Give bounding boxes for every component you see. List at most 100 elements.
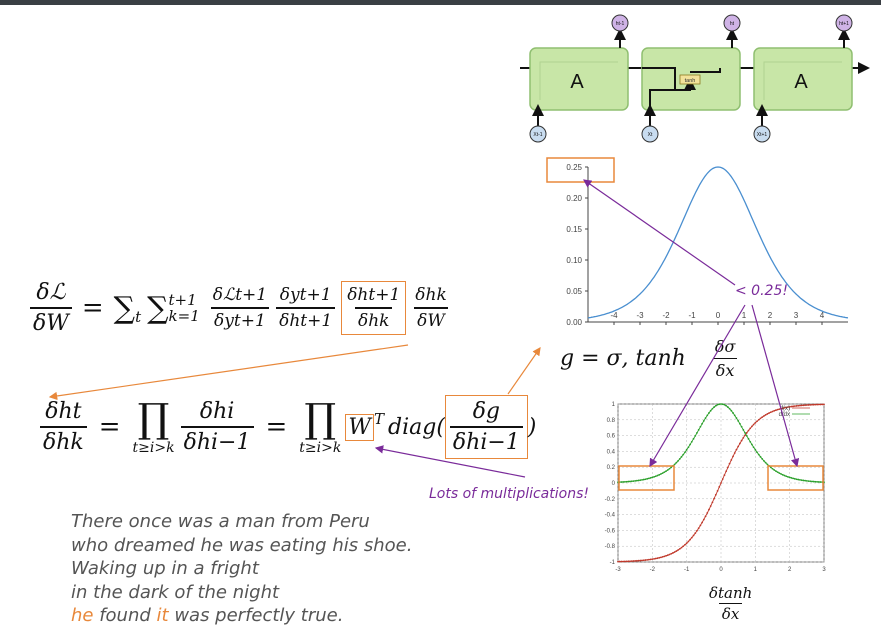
tanh-point [812,403,815,406]
tanh-point [716,489,719,492]
tanh-derivative-point [714,404,717,407]
tanh-point [752,423,755,426]
tanh-point [702,518,705,521]
tanh-derivative-point [754,448,757,451]
input-node-1 [529,125,547,143]
tanh-derivative-point [811,480,813,483]
tanh-derivative-point [654,475,657,478]
tanh-point [623,560,626,563]
y-tick-label: -0.2 [605,497,616,503]
tanh-derivative-point [651,476,654,479]
tanh-point [646,558,649,561]
tanh-derivative-point [637,479,640,482]
legend-label: d/dx [779,412,790,418]
output-node-3 [835,14,853,32]
tanh-point [740,439,743,442]
tanh-point [644,559,647,561]
tanh-point [751,425,753,428]
tanh-derivative-point [704,417,707,419]
tanh-point [649,558,652,561]
tanh-point [802,404,805,407]
highlight-box-w: W [345,413,374,441]
tanh-point [656,557,659,560]
y-tick-label: -0.6 [605,528,616,534]
tanh-derivative-point [720,403,722,405]
tanh-point [744,434,746,437]
tanh-point [680,546,683,549]
tanh-derivative-point [629,480,631,483]
tanh-derivative-point [713,406,716,408]
input-label-3: Xt+1 [757,132,768,138]
tanh-derivative-point [817,481,820,483]
x-tick-label: -3 [615,567,621,573]
tanh-derivative-point [684,451,686,454]
tanh-derivative-point [635,479,638,482]
tanh-derivative-point [790,477,793,479]
tanh-point [735,448,738,451]
tanh-point [725,470,728,473]
poem-line-4: in the dark of the night [71,581,280,603]
tanh-point [635,559,638,562]
tanh-point [620,560,623,563]
tanh-derivative-point [625,480,628,483]
tanh-point [773,409,776,412]
tanh-point [730,459,733,461]
tanh-derivative-point [783,474,786,477]
tanh-derivative-point [766,463,769,466]
tanh-point [785,406,788,409]
tanh-point [742,436,745,439]
tanh-derivative-point [634,479,637,482]
tanh-point [726,466,729,469]
y-tick-label: 0.4 [607,449,616,455]
tanh-point [690,536,693,539]
output-label-3: ht+1 [839,21,849,27]
tanh-derivative-point [771,467,774,470]
y-tick-label: 0.25 [566,163,582,172]
tanh-point [714,493,717,496]
tanh-point [708,508,710,511]
y-tick-label: 0.10 [566,256,582,265]
annotation-lt-025: < 0.25! [735,283,788,299]
tanh-point [704,515,707,518]
tanh-derivative-point [804,479,807,482]
tanh-derivative-point [725,404,728,407]
tanh-point [781,407,784,410]
tanh-derivative-point [622,481,625,483]
x-tick-label: -1 [684,567,690,573]
tanh-point [630,560,633,563]
top-bar [0,0,881,5]
tanh-derivative-point [723,403,726,406]
tanh-derivative-point [682,453,685,456]
y-tick-label: 0 [612,481,616,487]
tanh-point [756,420,758,423]
tanh-point [689,538,691,541]
tanh-point [769,411,772,414]
tanh-point [661,555,664,558]
tanh-derivative-point [816,480,819,483]
input-label-1: Xt-1 [533,132,542,138]
tanh-derivative-point [747,437,750,440]
tanh-derivative-point [812,480,815,483]
tanh-point [694,532,697,535]
cell-label-left: A [570,71,584,93]
tanh-point [663,555,666,558]
tanh-derivative-point [709,409,712,412]
tanh-point [696,529,698,532]
tanh-point [634,560,637,562]
tanh-derivative-point [668,467,671,470]
tanh-point [793,405,796,408]
output-label-1: ht-1 [616,21,625,27]
tanh-point [678,547,681,550]
tanh-point [697,527,700,530]
tanh-point [807,404,810,406]
tanh-derivative-point [759,455,762,458]
tanh-point [692,534,695,537]
x-tick-label: 2 [788,567,792,573]
tanh-point [759,417,762,420]
tanh-derivative-point [744,431,746,434]
tanh-derivative-point [809,480,812,483]
tanh-point [819,403,822,406]
